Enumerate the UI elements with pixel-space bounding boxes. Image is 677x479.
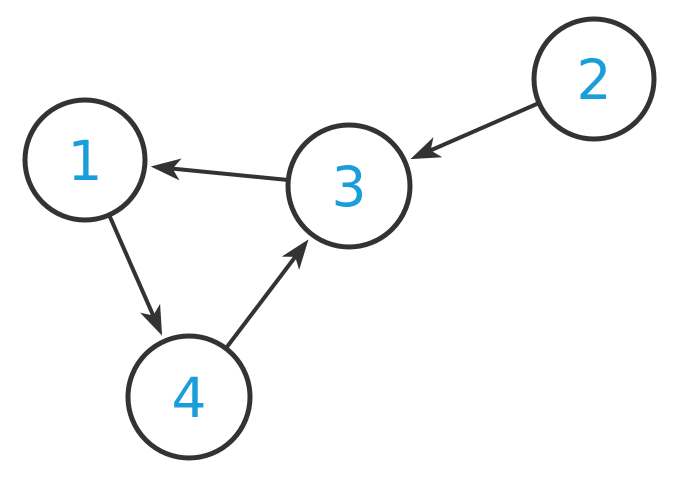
edge-4-to-3 — [224, 239, 309, 350]
graph-node-4[interactable]: 4 — [125, 333, 253, 461]
node-label-4: 4 — [172, 366, 207, 430]
node-circle-1[interactable] — [22, 97, 148, 223]
node-label-3: 3 — [332, 155, 367, 219]
edge-2-to-3 — [410, 101, 540, 160]
node-label-2: 2 — [577, 48, 612, 112]
node-circle-3[interactable] — [285, 122, 413, 250]
node-circle-2[interactable] — [531, 16, 657, 142]
graph-node-1[interactable]: 1 — [22, 97, 148, 223]
node-circle-4[interactable] — [125, 333, 253, 461]
edge-3-to-1 — [150, 158, 289, 183]
edge-1-to-4 — [107, 214, 163, 336]
graph-node-2[interactable]: 2 — [531, 16, 657, 142]
graph-node-3[interactable]: 3 — [285, 122, 413, 250]
node-label-1: 1 — [68, 129, 103, 193]
